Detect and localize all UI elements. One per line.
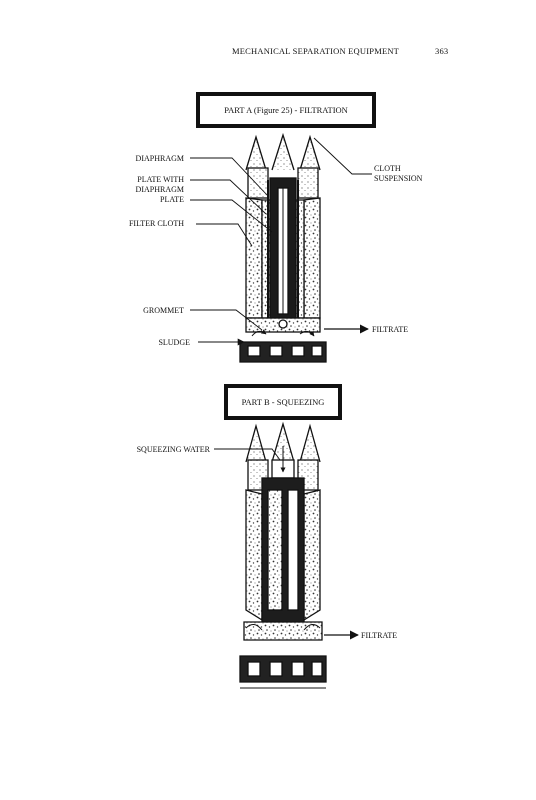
running-header-title: MECHANICAL SEPARATION EQUIPMENT: [232, 46, 400, 56]
leader-grommet: [190, 309, 263, 331]
page-header: MECHANICAL SEPARATION EQUIPMENT 363: [0, 46, 536, 60]
label-filtrate-b: FILTRATE: [361, 631, 398, 640]
leader-cloth-suspension: [313, 137, 372, 175]
label-diaphragm: DIAPHRAGM: [135, 154, 184, 163]
part-a-title-box: PART A (Figure 25) - FILTRATION: [196, 92, 376, 128]
label-sludge: SLUDGE: [158, 338, 190, 347]
label-grommet: GROMMET: [143, 306, 184, 315]
part-b-title: PART B - SQUEEZING: [241, 397, 325, 407]
part-b-filter-assembly: [239, 421, 327, 689]
leader-diaphragm: [190, 157, 269, 197]
label-filtrate-a: FILTRATE: [372, 325, 409, 334]
label-squeezing-water: SQUEEZING WATER: [136, 445, 210, 454]
leader-plate: [190, 199, 273, 233]
part-a-title: PART A (Figure 25) - FILTRATION: [224, 105, 348, 115]
leader-filter-cloth: [196, 223, 253, 247]
leader-squeezing-water: [214, 448, 281, 461]
page-number: 363: [435, 46, 449, 56]
part-a-leader-lines: [190, 137, 372, 331]
label-cloth-suspension: CLOTH SUSPENSION: [374, 164, 423, 183]
part-a-filter-assembly: [239, 132, 327, 363]
leader-plate-with-diaphragm: [190, 179, 267, 215]
label-filter-cloth: FILTER CLOTH: [128, 219, 184, 228]
part-b-title-box: PART B - SQUEEZING: [224, 384, 342, 420]
label-plate-with-diaphragm-plate: PLATE WITH DIAPHRAGM PLATE: [135, 175, 184, 204]
